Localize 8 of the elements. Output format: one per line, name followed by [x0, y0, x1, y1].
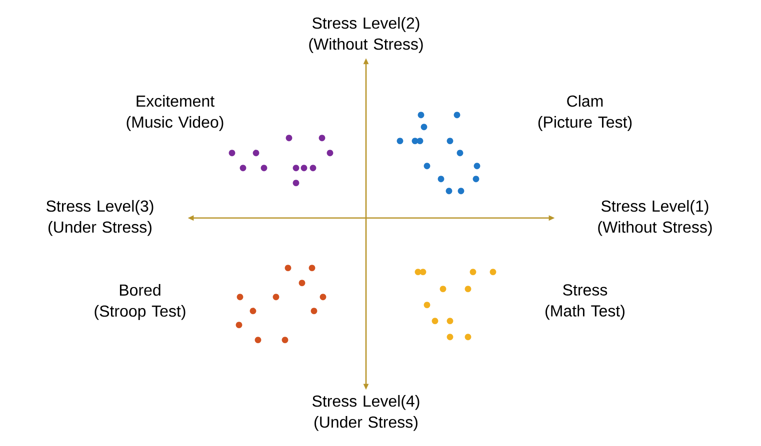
axis-label: Stress Level(1) (Without Stress) — [598, 200, 712, 236]
quadrant-label: Clam (Picture Test) — [538, 95, 632, 131]
quadrant-label: Excitement (Music Video) — [126, 95, 224, 131]
axis-label: Stress Level(3) (Under Stress) — [46, 200, 154, 236]
axis-label: Stress Level(4) (Under Stress) — [312, 395, 420, 431]
quadrant-label: Bored (Stroop Test) — [94, 284, 186, 320]
quadrant-label: Stress (Math Test) — [546, 284, 624, 320]
axis-label: Stress Level(2) (Without Stress) — [309, 17, 423, 53]
